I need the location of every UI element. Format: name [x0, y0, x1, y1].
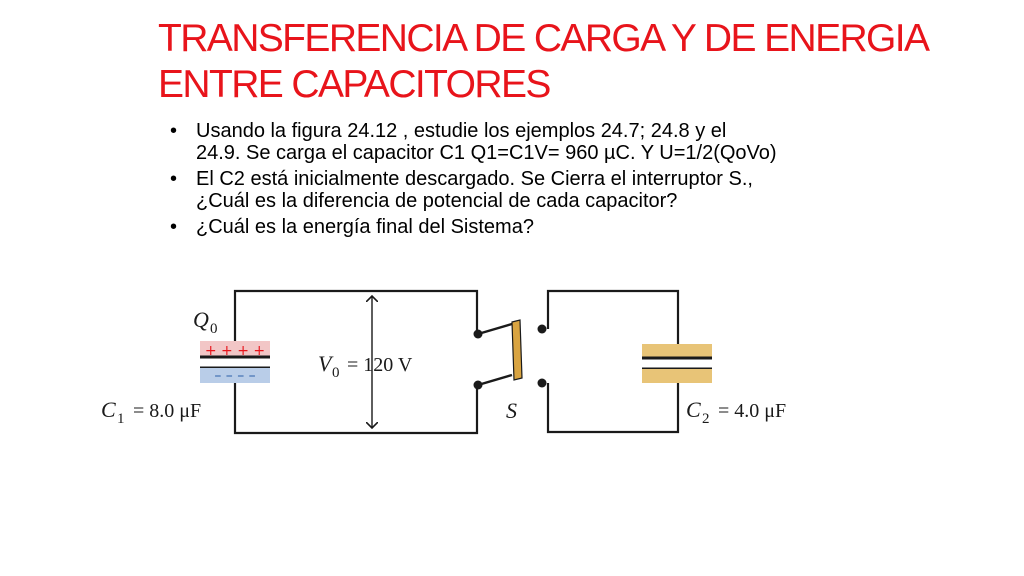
switch-s[interactable] [473, 319, 547, 390]
v0-subscript: 0 [332, 365, 340, 381]
c2-capacitor [642, 344, 712, 383]
bullet-3-line-1: ¿Cuál es la energía final del Sistema? [196, 216, 534, 238]
v0-value: = 120 V [347, 354, 413, 376]
c1-plus-signs: + + + + [205, 343, 265, 359]
q0-symbol: Q [193, 307, 209, 332]
right-loop-wires [546, 289, 680, 434]
c2-top-region [642, 344, 712, 358]
q0-label: Q 0 [193, 307, 218, 337]
bullet-item-3: • ¿Cuál es la energía final del Sistema? [170, 216, 890, 238]
title-line-1: TRANSFERENCIA DE CARGA Y DE ENERGIA [158, 17, 930, 60]
switch-label: S [506, 398, 517, 423]
switch-terminal-right-top [537, 324, 547, 334]
bullet-2-line-2: ¿Cuál es la diferencia de potencial de c… [196, 190, 678, 212]
c2-value: = 4.0 μF [718, 400, 786, 422]
c2-symbol: C [686, 397, 701, 422]
c1-value: = 8.0 μF [133, 400, 201, 422]
c2-bottom-region [642, 369, 712, 383]
q0-subscript: 0 [210, 321, 218, 337]
switch-blade [511, 319, 523, 381]
title-line-2: ENTRE CAPACITORES [158, 63, 551, 106]
c1-capacitor: + + + + – – – – [200, 341, 270, 384]
switch-terminal-left-top [473, 329, 483, 339]
bullet-list: • Usando la figura 24.12 , estudie los e… [170, 120, 890, 242]
c1-label: C 1 = 8.0 μF [101, 397, 201, 427]
switch-lever-bottom [477, 373, 513, 387]
bullet-item-1: • Usando la figura 24.12 , estudie los e… [170, 120, 890, 164]
c1-minus-signs: – – – – [214, 368, 255, 384]
bullet-2-line-1: El C2 está inicialmente descargado. Se C… [196, 168, 753, 190]
v0-label: V 0 = 120 V [318, 351, 413, 381]
switch-terminal-left-bottom [473, 380, 483, 390]
bullet-1-line-2: 24.9. Se carga el capacitor C1 Q1=C1V= 9… [196, 142, 777, 164]
c2-label: C 2 = 4.0 μF [686, 397, 786, 427]
bullet-dot: • [170, 168, 178, 190]
c1-positive-region [200, 341, 270, 357]
switch-terminal-right-bottom [537, 378, 547, 388]
switch-lever-top [477, 322, 513, 336]
slide-title: TRANSFERENCIA DE CARGA Y DE ENERGIA ENTR… [158, 16, 998, 108]
c1-symbol: C [101, 397, 116, 422]
left-loop-wires [233, 289, 479, 435]
bullet-item-2: • El C2 está inicialmente descargado. Se… [170, 168, 890, 212]
bullet-1-line-1: Usando la figura 24.12 , estudie los eje… [196, 120, 727, 142]
v0-symbol: V [318, 351, 334, 376]
c1-negative-region [200, 368, 270, 383]
bullet-dot: • [170, 216, 178, 238]
c2-subscript: 2 [702, 411, 710, 427]
c1-subscript: 1 [117, 411, 125, 427]
bullet-dot: • [170, 120, 178, 142]
